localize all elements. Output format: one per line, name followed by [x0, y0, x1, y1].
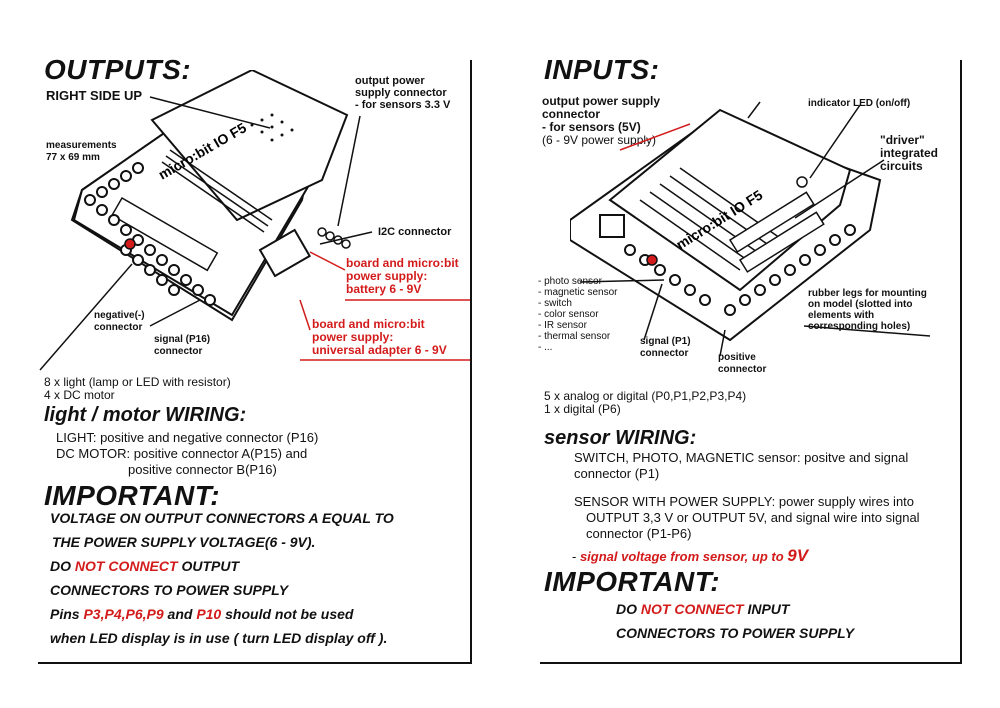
outputs-wiring-text: LIGHT: positive and negative connector (…	[56, 430, 319, 477]
right-side-up-label: RIGHT SIDE UP	[46, 88, 143, 103]
inputs-leader-lines	[579, 101, 931, 357]
signal-p16-label: signal (P16)connector	[154, 334, 211, 357]
inputs-wiring-title: sensor WIRING:	[544, 427, 697, 449]
inputs-board-drawing: micro:bit IO F5	[570, 108, 882, 342]
outputs-loads-list: 8 x light (lamp or LED with resistor)4 x…	[44, 375, 231, 402]
outputs-leader-lines	[39, 96, 470, 371]
outputs-board-drawing: micro:bit IO F5	[70, 70, 351, 322]
inputs-warnings: DO NOT CONNECT INPUT CONNECTORS TO POWER…	[616, 601, 855, 641]
i2c-label: I2C connector	[378, 226, 452, 238]
outputs-warnings: VOLTAGE ON OUTPUT CONNECTORS A EQUAL TO …	[50, 510, 394, 646]
inputs-important-title: IMPORTANT:	[544, 566, 721, 597]
negative-connector-label: negative(-)connector	[94, 310, 145, 333]
inputs-io-list: 5 x analog or digital (P0,P1,P2,P3,P4)1 …	[544, 389, 747, 416]
signal-p1-label: signal (P1)connector	[640, 336, 691, 359]
signal-voltage-note: - signal voltage from sensor, up to 9V	[572, 546, 809, 565]
outputs-wiring-title: light / motor WIRING:	[44, 404, 247, 426]
inputs-wiring-text: SWITCH, PHOTO, MAGNETIC sensor: positve …	[574, 450, 920, 541]
outputs-panel-frame	[38, 60, 472, 664]
sensor-types-list: - photo sensor- magnetic sensor- switch …	[538, 276, 618, 353]
inputs-panel-frame	[540, 60, 962, 664]
indicator-led-label: indicator LED (on/off)	[808, 98, 911, 109]
inputs-title: INPUTS:	[544, 54, 660, 85]
outputs-important-title: IMPORTANT:	[44, 480, 221, 511]
outputs-title: OUTPUTS:	[44, 54, 192, 85]
